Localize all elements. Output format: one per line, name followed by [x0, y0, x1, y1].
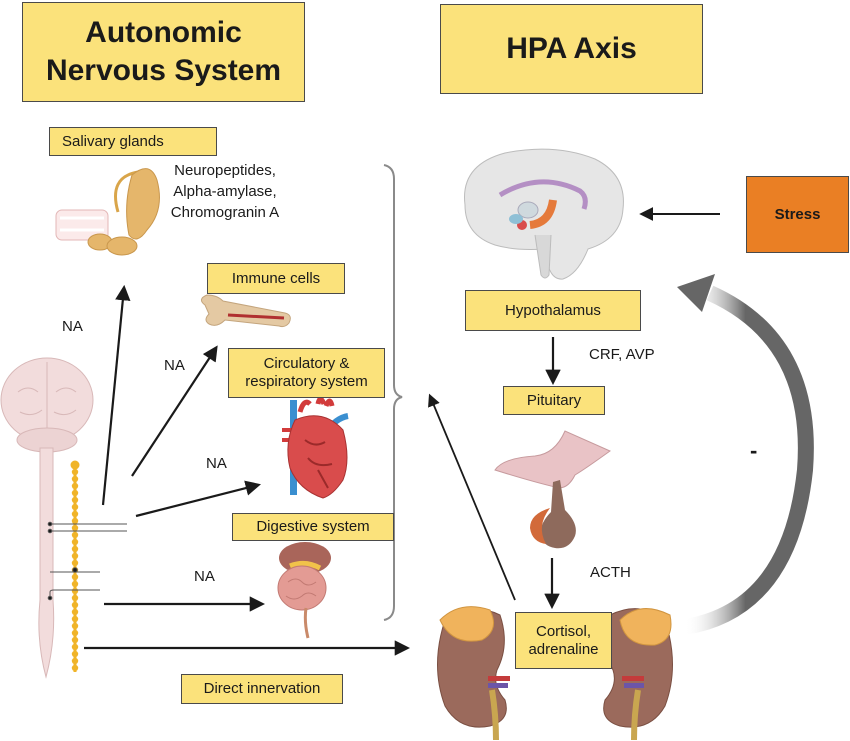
kidney-left-icon	[437, 606, 510, 741]
salivary-products: Neuropeptides, Alpha-amylase, Chromogran…	[160, 160, 290, 223]
grouping-bracket	[383, 164, 403, 621]
bone-marrow-icon	[201, 294, 291, 328]
ganglion	[71, 503, 79, 511]
ganglion	[71, 552, 79, 560]
label-cortisol-adrenaline: Cortisol, adrenaline	[515, 612, 612, 669]
ganglion	[71, 531, 79, 539]
kidney-right-icon	[603, 608, 673, 741]
ganglion	[71, 636, 79, 644]
label-digestive-system: Digestive system	[232, 513, 394, 541]
ganglion	[71, 496, 79, 504]
ganglion	[71, 664, 79, 672]
label-direct-innervation: Direct innervation	[181, 674, 343, 704]
ganglion	[70, 460, 80, 470]
label-text: Digestive system	[256, 518, 370, 535]
na-label-circulatory: NA	[206, 455, 227, 472]
ganglion	[71, 573, 79, 581]
ganglion	[71, 650, 79, 658]
cns-brain-spinal-cord-icon	[0, 357, 94, 679]
stress-box: Stress	[746, 176, 849, 253]
digestive-system-icon	[277, 542, 331, 639]
crf-avp-label: CRF, AVP	[589, 346, 655, 363]
ganglion	[71, 622, 79, 630]
arrow-to-salivary	[101, 284, 131, 506]
label-pituitary: Pituitary	[503, 386, 605, 415]
ganglion	[71, 545, 79, 553]
title-text: HPA Axis	[506, 32, 637, 65]
ganglion	[71, 510, 79, 518]
product-chromogranin-a: Chromogranin A	[170, 204, 280, 221]
arrow-to-circulatory	[135, 480, 261, 518]
ganglion	[71, 601, 79, 609]
salivary-glands-icon	[55, 168, 160, 256]
stress-text: Stress	[774, 206, 821, 223]
sympathetic-chain-icon	[70, 460, 80, 672]
title-line-2: Nervous System	[45, 54, 282, 87]
label-hypothalamus: Hypothalamus	[465, 290, 641, 331]
ganglion	[71, 615, 79, 623]
heart-icon	[282, 396, 349, 499]
label-salivary-glands: Salivary glands	[49, 127, 217, 156]
ganglion	[71, 594, 79, 602]
ganglion	[71, 608, 79, 616]
ganglion	[71, 559, 79, 567]
ganglion	[71, 475, 79, 483]
na-label-immune: NA	[164, 357, 185, 374]
label-text: Hypothalamus	[505, 301, 601, 319]
title-line-1: Autonomic	[85, 16, 242, 49]
label-text-line-2: respiratory system	[245, 373, 368, 390]
na-label-digestive: NA	[194, 568, 215, 585]
ganglion	[71, 482, 79, 490]
product-alpha-amylase: Alpha-amylase,	[173, 183, 277, 200]
negative-feedback-arrow	[677, 274, 814, 635]
ganglion	[71, 629, 79, 637]
label-text-line-2: adrenaline	[528, 640, 599, 658]
arrow-to-immune	[131, 345, 218, 477]
label-text-line-1: Circulatory &	[263, 355, 350, 372]
ganglion	[71, 517, 79, 525]
na-label-salivary: NA	[62, 318, 83, 335]
label-text: Immune cells	[231, 269, 321, 287]
pituitary-gland-icon	[494, 430, 611, 549]
label-text: Salivary glands	[62, 132, 164, 150]
ganglion	[71, 643, 79, 651]
ganglion	[71, 587, 79, 595]
label-circulatory-respiratory: Circulatory & respiratory system	[228, 348, 385, 398]
arrow-adrenal-to-bracket	[428, 393, 516, 601]
ganglion	[71, 468, 79, 476]
label-text: Pituitary	[526, 391, 582, 409]
ganglion	[71, 657, 79, 665]
nerve-fibers	[47, 521, 127, 601]
title-hpa-axis: HPA Axis	[440, 4, 703, 94]
acth-label: ACTH	[590, 564, 631, 581]
ganglion	[71, 538, 79, 546]
ganglion	[71, 489, 79, 497]
label-text-line-1: Cortisol,	[535, 622, 591, 640]
negative-feedback-sign: -	[750, 438, 758, 463]
title-autonomic-nervous-system: Autonomic Nervous System	[22, 2, 305, 102]
brain-sagittal-icon	[464, 148, 624, 280]
ganglion	[71, 524, 79, 532]
product-neuropeptides: Neuropeptides,	[174, 162, 276, 179]
ans-arrows	[84, 284, 516, 656]
label-text: Direct innervation	[203, 680, 321, 697]
label-immune-cells: Immune cells	[207, 263, 345, 294]
ganglion	[71, 580, 79, 588]
